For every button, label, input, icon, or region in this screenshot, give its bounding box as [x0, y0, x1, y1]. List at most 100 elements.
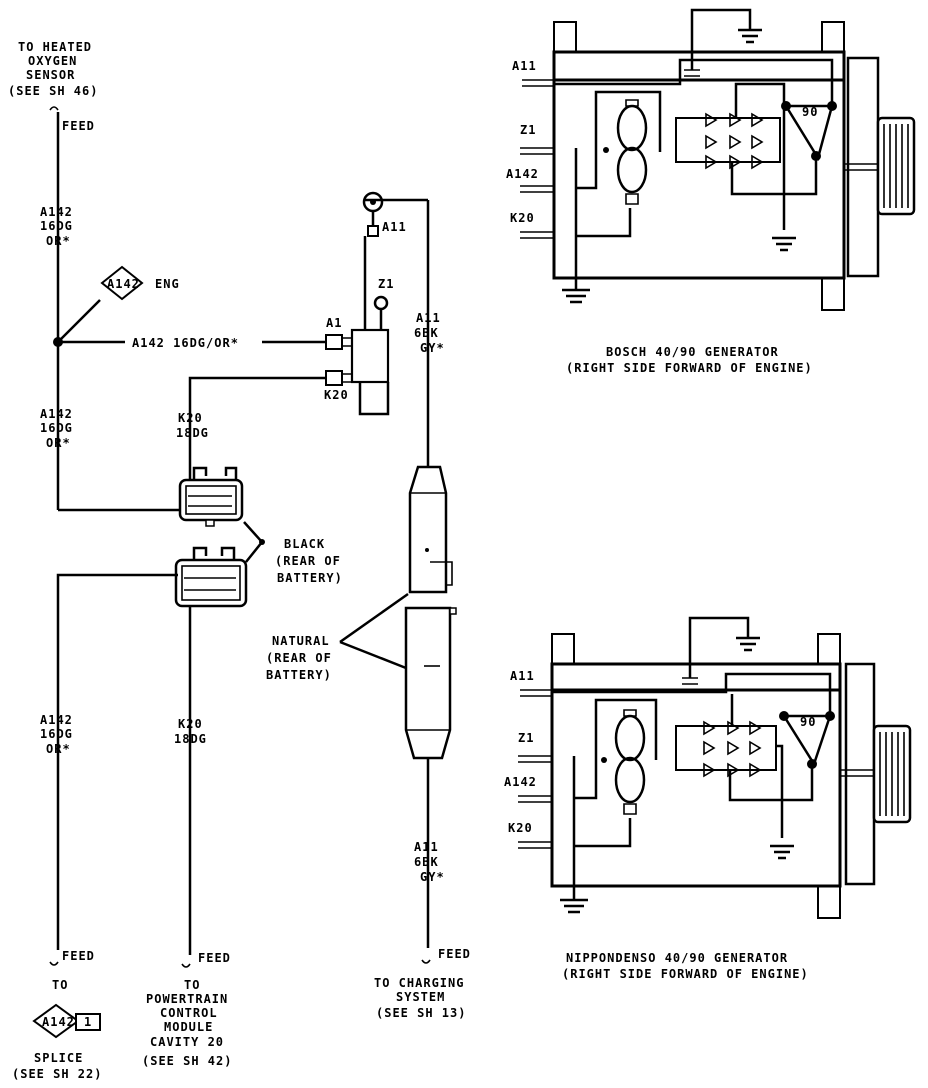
black-connector-upper: [178, 466, 244, 527]
bosch-field-node: [603, 147, 609, 153]
nd-pulley-hub: [844, 662, 876, 886]
natural-upper-latch: [430, 561, 453, 586]
nd-term-a142: A142: [504, 775, 537, 789]
black-leader-dot: [259, 539, 265, 545]
black-upper-face: [185, 485, 237, 515]
bosch-ground-top-wire: [690, 8, 752, 52]
pcm-destination: FEED TO POWERTRAIN CONTROL MODULE CAVITY…: [142, 951, 232, 1068]
wire-a142-bottom-l3: OR*: [46, 742, 71, 756]
z1-ring-terminal: [373, 295, 389, 311]
wire-a142-lower: [56, 573, 178, 950]
wire-a142-top-l1: A142: [40, 205, 73, 219]
wire-a11-bottom-l2: 6BK: [414, 855, 439, 869]
nd-ground-top: [736, 636, 760, 652]
bosch-reg-label: 90: [802, 105, 818, 119]
natural-l3: BATTERY): [266, 668, 332, 682]
bosch-pulley-hub: [846, 56, 880, 278]
charging-arrow: [421, 959, 431, 964]
a11-crimp: [367, 225, 379, 237]
wire-a11-bottom-label: A11 6BK GY*: [414, 840, 445, 884]
a1-pin: [325, 334, 343, 350]
pcm-l4: MODULE: [164, 1020, 213, 1034]
natural-l2: (REAR OF: [266, 651, 332, 665]
charging-feed: FEED: [438, 947, 471, 961]
bosch-shaft: [844, 163, 878, 171]
black-lower-latches: [192, 546, 236, 560]
natural-upper-pin: [425, 548, 429, 552]
nd-shaft: [840, 769, 874, 777]
bosch-diodes: [705, 112, 764, 170]
bosch-subtitle: (RIGHT SIDE FORWARD OF ENGINE): [566, 361, 813, 375]
charging-destination: FEED TO CHARGING SYSTEM (SEE SH 13): [374, 947, 471, 1020]
nd-a142-wire: [574, 698, 658, 800]
black-connector-lower: [174, 546, 248, 608]
wire-a142-top-l3: OR*: [46, 234, 71, 248]
wire-k20-upper: [188, 376, 326, 480]
natural-lower-tab: [449, 607, 457, 615]
splice-feed: FEED: [62, 949, 95, 963]
black-lower-face: [181, 565, 241, 601]
wire-a142-mid-label: A142 16DG OR*: [40, 407, 73, 450]
nd-reg-node2: [825, 711, 835, 721]
nd-term-z1: Z1: [518, 731, 534, 745]
bosch-a142-wire: [576, 90, 662, 190]
heated-oxygen-label: TO HEATED OXYGEN SENSOR (SEE SH 46): [8, 40, 98, 98]
wire-a11-bottom-l1: A11: [414, 840, 439, 854]
nd-diodes: [703, 720, 762, 778]
wire-a142-mid-l3: OR*: [46, 436, 71, 450]
charging-l1: TO CHARGING: [374, 976, 464, 990]
k20-pin: [325, 370, 343, 386]
natural-lower-body: [404, 606, 452, 760]
nd-term-k20: K20: [508, 821, 533, 835]
feed-label-top: FEED: [62, 119, 95, 133]
pcm-l3: CONTROL: [160, 1006, 218, 1020]
wire-a142-mid-l2: 16DG: [40, 421, 73, 435]
nd-regulator: [781, 714, 832, 767]
wire-a11-top-l1: A11: [416, 311, 441, 325]
natural-label: NATURAL (REAR OF BATTERY): [266, 592, 409, 682]
splice-arrow: [49, 961, 59, 966]
eng-diamond: [100, 265, 144, 301]
bosch-field-lower: [616, 146, 648, 194]
heated-oxygen-line4: (SEE SH 46): [8, 84, 98, 98]
heated-oxygen-line2: OXYGEN: [28, 54, 77, 68]
pcm-l6: (SEE SH 42): [142, 1054, 232, 1068]
black-label: BLACK (REAR OF BATTERY): [275, 537, 343, 585]
bosch-ground-mid: [772, 236, 796, 252]
wire-a11-bottom-l3: GY*: [420, 870, 445, 884]
bosch-title: BOSCH 40/90 GENERATOR: [606, 345, 779, 359]
wire-k20-top-l2: 18DG: [176, 426, 209, 440]
splice-code: A142: [42, 1015, 75, 1029]
bosch-reg-node2: [827, 101, 837, 111]
alt-a1-label: A1: [326, 316, 342, 330]
charging-l2: SYSTEM: [396, 990, 445, 1004]
connector-body: [350, 328, 390, 384]
natural-connector-upper: [408, 465, 453, 594]
black-l3: BATTERY): [277, 571, 343, 585]
splice-destination: FEED TO A142 1 SPLICE (SEE SH 22): [12, 949, 101, 1081]
nd-k20-wire: [574, 818, 632, 848]
nd-reg-label: 90: [800, 715, 816, 729]
black-upper-key: [205, 519, 215, 527]
splice-sub: 1: [84, 1015, 92, 1029]
nd-subtitle: (RIGHT SIDE FORWARD OF ENGINE): [562, 967, 809, 981]
nd-pulley-grooves: [879, 732, 905, 816]
alt-k20-label: K20: [324, 388, 349, 402]
pcm-arrow: [181, 963, 191, 968]
bosch-housing: [552, 50, 846, 280]
bosch-term-a11: A11: [512, 59, 537, 73]
bosch-stator-wire: [730, 82, 786, 196]
nd-studs: [518, 689, 552, 849]
eng-label: ENG: [155, 277, 180, 291]
wire-a142-bottom-l1: A142: [40, 713, 73, 727]
connector-tail: [358, 382, 390, 416]
wire-a142-horizontal-label: A142 16DG/OR*: [132, 336, 239, 350]
natural-leader-lower: [339, 640, 407, 670]
alt-z1-label: Z1: [378, 277, 394, 291]
natural-l1: NATURAL: [272, 634, 330, 648]
wire-a142-bottom-label: A142 16DG OR*: [40, 713, 73, 756]
nd-brushes: [623, 709, 637, 815]
natural-connector-lower: [404, 606, 457, 760]
